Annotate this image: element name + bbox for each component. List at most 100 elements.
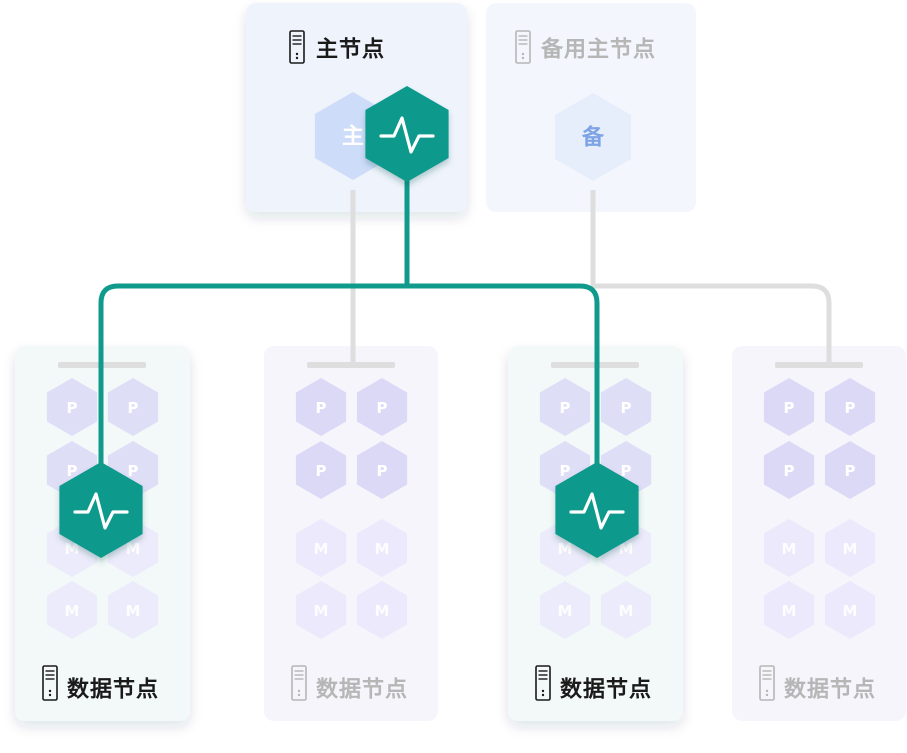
- replica-shard: M: [356, 581, 408, 639]
- primary-shard: P: [107, 378, 159, 436]
- shard-label: M: [619, 602, 634, 620]
- shard-label: P: [845, 399, 856, 417]
- card-connector-bar: [307, 362, 395, 368]
- replica-shard: M: [295, 519, 347, 577]
- monitor-layer: [59, 86, 639, 558]
- replica-shard: M: [763, 581, 815, 639]
- primary-shard: P: [763, 378, 815, 436]
- shard-hexagon: [763, 581, 815, 639]
- shard-hexagon: [46, 581, 98, 639]
- shard-label: P: [784, 462, 795, 480]
- card-title: 主节点: [316, 37, 385, 63]
- primary-shard: P: [356, 441, 408, 499]
- replica-shard: M: [356, 519, 408, 577]
- shard-hexagon: [600, 581, 652, 639]
- primary-shard: P: [600, 378, 652, 436]
- shard-label: P: [845, 462, 856, 480]
- shard-label: M: [126, 540, 141, 558]
- shard-label: M: [619, 540, 634, 558]
- data-card-bg: [264, 346, 438, 721]
- shard-hexagon: [46, 378, 98, 436]
- shard-label: M: [65, 602, 80, 620]
- shard-label: P: [316, 462, 327, 480]
- shard-label: M: [65, 540, 80, 558]
- server-icon-dot: [521, 56, 525, 60]
- shard-label: P: [784, 399, 795, 417]
- shard-label: M: [782, 602, 797, 620]
- primary-shard: P: [356, 378, 408, 436]
- shard-label: M: [126, 602, 141, 620]
- shard-hexagon: [295, 441, 347, 499]
- replica-shard: M: [295, 581, 347, 639]
- server-icon-body: [515, 30, 531, 64]
- replica-shard: M: [824, 581, 876, 639]
- pulse-icon-wave: [569, 492, 625, 530]
- server-icon: [535, 665, 551, 701]
- server-icon-dot: [295, 52, 299, 56]
- replica-shard: M: [763, 519, 815, 577]
- replica-shard: M: [107, 581, 159, 639]
- server-icon-dot: [541, 689, 545, 693]
- server-icon-dot: [297, 693, 301, 697]
- shard-hexagon: [600, 378, 652, 436]
- server-icon: [42, 665, 58, 701]
- shard-label: M: [314, 540, 329, 558]
- shard-label: M: [558, 540, 573, 558]
- shard-hexagon: [107, 378, 159, 436]
- shard-label: P: [316, 399, 327, 417]
- server-icon-body: [289, 30, 305, 64]
- pulse-icon: [555, 462, 639, 558]
- pulse-icon: [59, 462, 143, 558]
- server-icon: [291, 665, 307, 701]
- shard-hexagon: [295, 378, 347, 436]
- server-icon-body: [759, 665, 775, 701]
- card-title: 数据节点: [560, 677, 652, 703]
- shard-hexagon: [763, 519, 815, 577]
- shard-hexagon: [356, 581, 408, 639]
- shard-hexagon: [824, 441, 876, 499]
- card-connector-bar: [775, 362, 863, 368]
- server-icon-dot: [295, 56, 299, 60]
- shard-hexagon: [356, 519, 408, 577]
- server-icon: [759, 665, 775, 701]
- shard-label: M: [375, 602, 390, 620]
- data-card-bg: [732, 346, 906, 721]
- shard-label: P: [560, 462, 571, 480]
- shard-hexagon: [356, 378, 408, 436]
- shard-label: M: [558, 602, 573, 620]
- primary-shard: P: [824, 441, 876, 499]
- gray-connector-standby: [590, 190, 832, 364]
- shard-label: P: [560, 399, 571, 417]
- primary-shard: P: [46, 378, 98, 436]
- shard-hexagon: [824, 581, 876, 639]
- shard-label: P: [128, 462, 139, 480]
- shard-label: M: [314, 602, 329, 620]
- pulse-icon-wave: [73, 492, 129, 530]
- replica-shard: M: [824, 519, 876, 577]
- shard-hexagon: [295, 581, 347, 639]
- shard-label: M: [843, 540, 858, 558]
- shard-hexagon: [539, 378, 591, 436]
- card-title: 数据节点: [316, 677, 408, 703]
- active-connector-left: [98, 150, 410, 480]
- server-icon-body: [291, 665, 307, 701]
- shard-hexagon: [295, 519, 347, 577]
- primary-shard: P: [295, 441, 347, 499]
- shard-label: P: [128, 399, 139, 417]
- card-title: 备用主节点: [540, 37, 656, 63]
- shard-hexagon: [824, 519, 876, 577]
- shard-label: P: [621, 462, 632, 480]
- shard-label: M: [843, 602, 858, 620]
- replica-shard: M: [46, 581, 98, 639]
- server-icon-dot: [297, 689, 301, 693]
- pulse-icon: [365, 86, 449, 182]
- server-icon-dot: [48, 693, 52, 697]
- connectors-layer: [350, 190, 832, 364]
- shard-hexagon: [763, 378, 815, 436]
- primary-shard: P: [539, 378, 591, 436]
- server-icon: [289, 30, 305, 64]
- shard-label: P: [377, 399, 388, 417]
- card-title: 数据节点: [67, 677, 159, 703]
